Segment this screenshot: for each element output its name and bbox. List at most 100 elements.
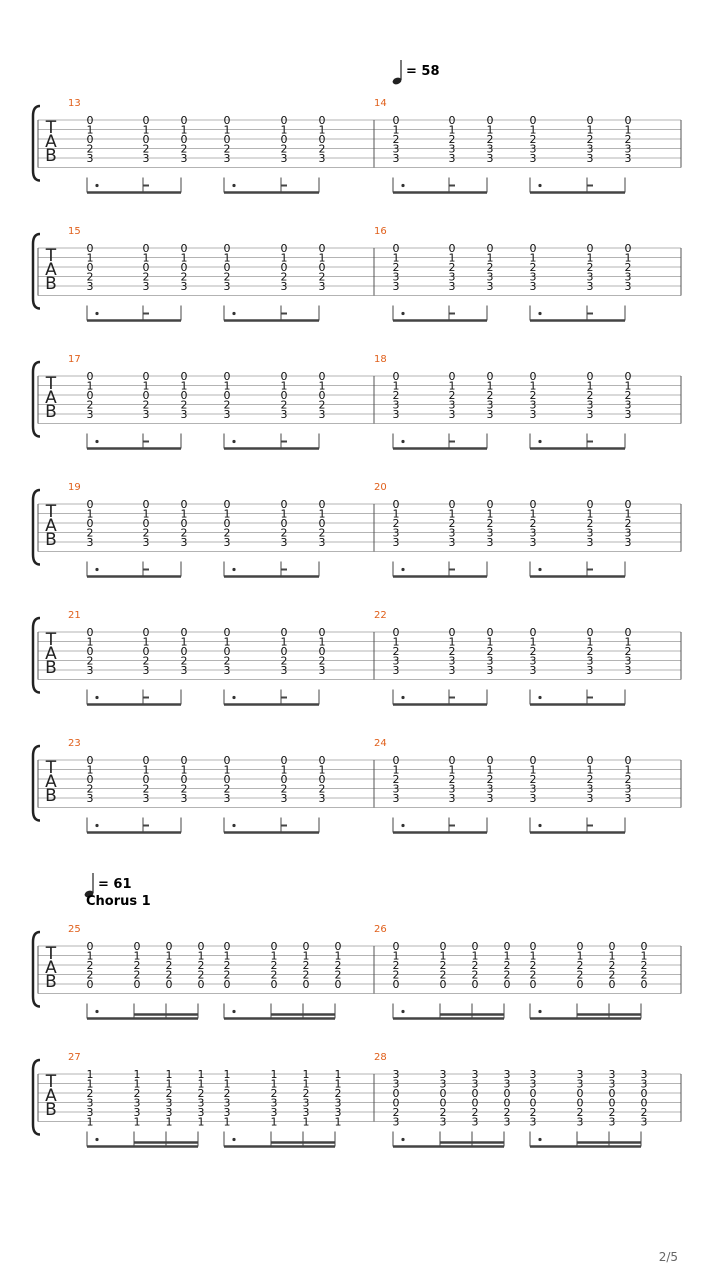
fret-number: 0: [319, 517, 326, 530]
fret-number: 3: [393, 792, 400, 805]
fret-number: 2: [530, 261, 537, 274]
fret-number: 0: [530, 242, 537, 255]
fret-number: 1: [319, 764, 326, 777]
fret-number: 2: [641, 969, 648, 982]
fret-number: 2: [224, 655, 231, 668]
fret-number: 3: [530, 1068, 537, 1081]
fret-number: 0: [166, 940, 173, 953]
fret-number: 3: [449, 280, 456, 293]
measure-number: 19: [68, 482, 81, 493]
fret-number: 0: [134, 940, 141, 953]
fret-number: 3: [181, 536, 188, 549]
fret-number: 3: [166, 1097, 173, 1110]
fret-number: 0: [393, 626, 400, 639]
fret-number: 0: [181, 626, 188, 639]
fret-number: 2: [143, 783, 150, 796]
tab-clef-letter: A: [45, 772, 57, 792]
fret-number: 1: [303, 1068, 310, 1081]
fret-number: 1: [319, 252, 326, 265]
fret-number: 0: [487, 242, 494, 255]
tab-clef-letter: A: [45, 388, 57, 408]
fret-number: 3: [181, 152, 188, 165]
fret-number: 0: [143, 133, 150, 146]
fret-number: 2: [271, 969, 278, 982]
fret-number: 3: [449, 143, 456, 156]
rhythm-dot: [232, 695, 236, 700]
fret-number: 3: [487, 536, 494, 549]
fret-number: 1: [134, 1068, 141, 1081]
fret-number: 1: [487, 380, 494, 393]
fret-number: 3: [281, 152, 288, 165]
fret-number: 3: [625, 152, 632, 165]
fret-number: 2: [625, 773, 632, 786]
fret-number: 0: [440, 978, 447, 991]
fret-number: 3: [143, 408, 150, 421]
fret-number: 3: [393, 143, 400, 156]
fret-number: 3: [504, 1068, 511, 1081]
fret-number: 1: [87, 636, 94, 649]
fret-number: 2: [449, 773, 456, 786]
fret-number: 3: [487, 271, 494, 284]
fret-number: 1: [224, 1068, 231, 1081]
fret-number: 3: [198, 1106, 205, 1119]
fret-number: 1: [224, 950, 231, 963]
fret-number: 3: [625, 783, 632, 796]
fret-number: 0: [587, 498, 594, 511]
fret-number: 2: [224, 959, 231, 972]
fret-number: 1: [224, 764, 231, 777]
fret-number: 3: [449, 527, 456, 540]
fret-number: 1: [87, 124, 94, 137]
tab-system: TAB1501023010230102301023010230102316012…: [31, 226, 682, 322]
fret-number: 2: [224, 969, 231, 982]
fret-number: 0: [641, 1097, 648, 1110]
fret-number: 0: [530, 978, 537, 991]
fret-number: 2: [393, 1106, 400, 1119]
fret-number: 2: [224, 271, 231, 284]
fret-number: 0: [487, 626, 494, 639]
fret-number: 3: [449, 152, 456, 165]
fret-number: 3: [181, 408, 188, 421]
measure-number: 17: [68, 354, 81, 365]
fret-number: 2: [87, 655, 94, 668]
fret-number: 3: [143, 664, 150, 677]
fret-number: 3: [530, 280, 537, 293]
fret-number: 0: [487, 498, 494, 511]
fret-number: 2: [504, 1106, 511, 1119]
fret-number: 3: [587, 399, 594, 412]
rhythm-dot: [95, 567, 99, 572]
fret-number: 1: [224, 1116, 231, 1129]
fret-number: 2: [530, 133, 537, 146]
fret-number: 1: [87, 380, 94, 393]
fret-number: 2: [587, 389, 594, 402]
tab-system: TAB2501220012200122001220012200122001220…: [31, 924, 682, 1020]
fret-number: 3: [393, 1078, 400, 1091]
fret-number: 1: [449, 636, 456, 649]
fret-number: 1: [198, 1068, 205, 1081]
fret-number: 3: [449, 664, 456, 677]
fret-number: 1: [87, 1116, 94, 1129]
fret-number: 1: [587, 252, 594, 265]
fret-number: 2: [319, 527, 326, 540]
fret-number: 1: [587, 636, 594, 649]
fret-number: 0: [319, 389, 326, 402]
fret-number: 2: [87, 143, 94, 156]
fret-number: 2: [134, 959, 141, 972]
rhythm-dot: [538, 567, 542, 572]
fret-number: 0: [625, 754, 632, 767]
fret-number: 3: [449, 792, 456, 805]
tab-clef-letter: A: [45, 644, 57, 664]
fret-number: 3: [487, 783, 494, 796]
fret-number: 0: [641, 940, 648, 953]
fret-number: 3: [303, 1097, 310, 1110]
fret-number: 3: [87, 536, 94, 549]
fret-number: 3: [609, 1116, 616, 1129]
fret-number: 2: [587, 517, 594, 530]
fret-number: 3: [335, 1097, 342, 1110]
fret-number: 2: [609, 969, 616, 982]
fret-number: 0: [487, 114, 494, 127]
rhythm-dot: [232, 311, 236, 316]
fret-number: 1: [393, 508, 400, 521]
rhythm-dot: [95, 439, 99, 444]
fret-number: 1: [487, 252, 494, 265]
fret-number: 1: [87, 1078, 94, 1091]
